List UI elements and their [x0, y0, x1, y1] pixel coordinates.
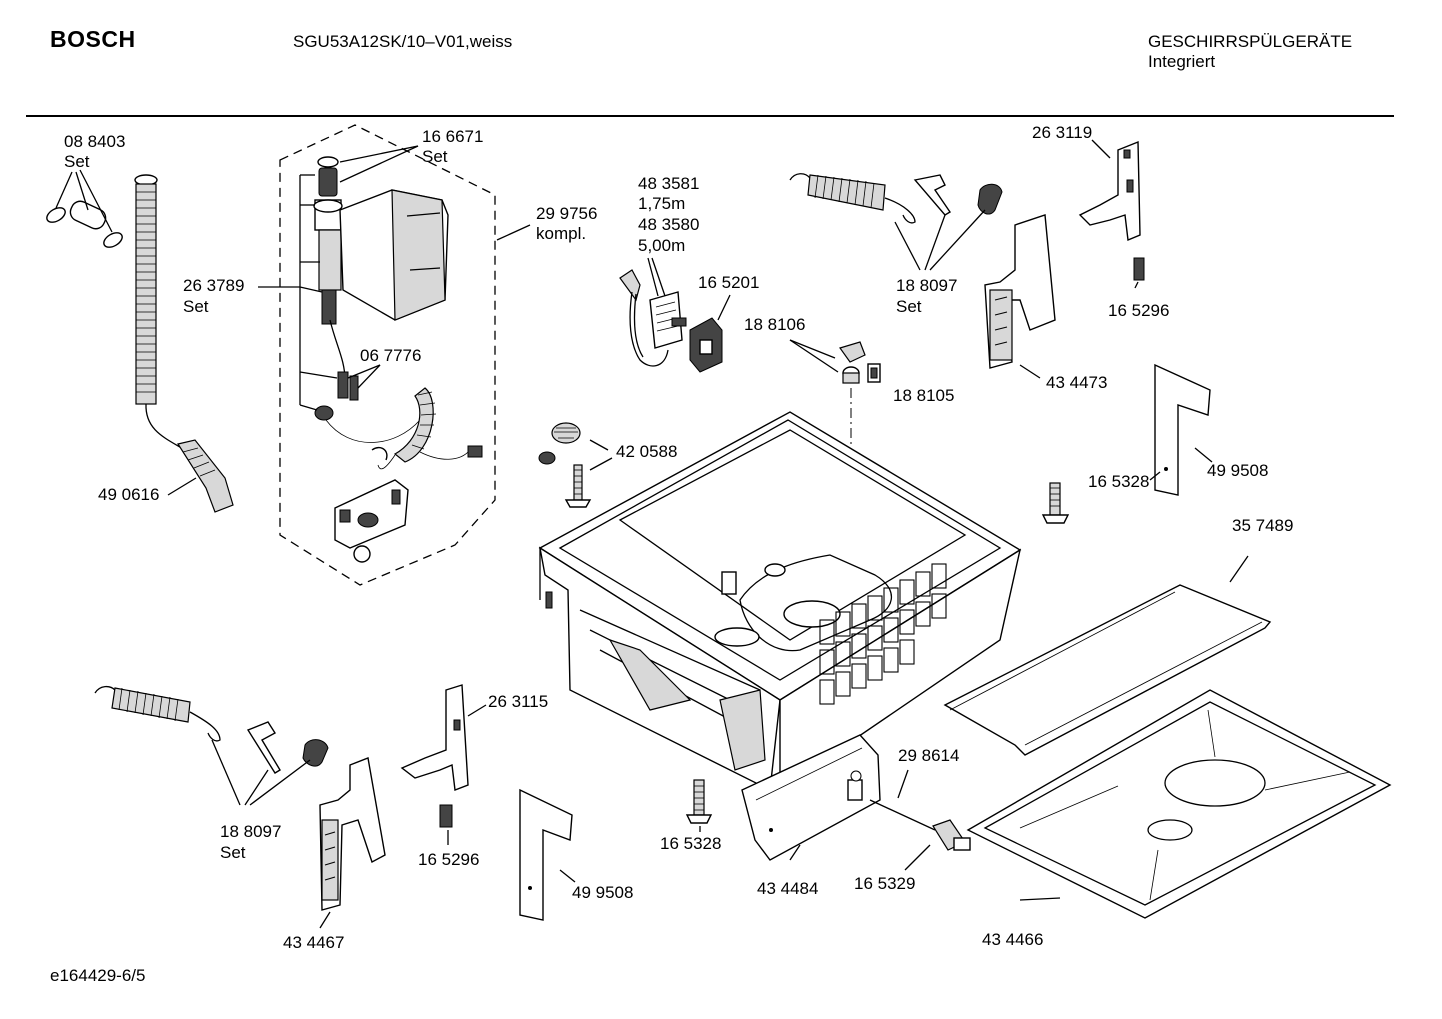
part-label-499508-bottom: 49 9508: [572, 883, 633, 902]
hinge-plate-434467: [319, 757, 386, 929]
hinge-bracket-top-right: [1078, 139, 1145, 289]
part-label-067776: 06 7776: [360, 346, 421, 365]
part-label-434484: 43 4484: [757, 879, 818, 898]
leader-357489: [1229, 555, 1249, 583]
hinge-spring-top: [789, 173, 1003, 271]
side-trim-bottom: [519, 788, 576, 921]
part-label-298614: 29 8614: [898, 746, 959, 765]
power-cord: [619, 257, 687, 367]
kit-boundary: [279, 124, 496, 586]
base-tray: [966, 689, 1392, 919]
brand-logo: BOSCH: [50, 26, 136, 52]
hinge-plate-434473: [984, 214, 1056, 379]
filter-capacitor: [689, 294, 731, 373]
part-label-499508-right: 49 9508: [1207, 461, 1268, 480]
part-label-165201: 16 5201: [698, 273, 759, 292]
document-id: e164429-6/5: [50, 966, 146, 985]
part-label-483581: 48 3581: [638, 174, 699, 193]
part-label-490616: 49 0616: [98, 485, 159, 504]
part-label-299756: 29 9756: [536, 204, 597, 223]
part-label-166671-set: Set: [422, 147, 448, 166]
part-label-357489: 35 7489: [1232, 516, 1293, 535]
appliance-category: GESCHIRRSPÜLGERÄTE: [1148, 32, 1353, 51]
part-label-088403-set: Set: [64, 152, 90, 171]
part-label-434467: 43 4467: [283, 933, 344, 952]
adjustable-foot-right: [1041, 482, 1070, 524]
part-label-088403: 08 8403: [64, 132, 125, 151]
part-label-434473: 43 4473: [1046, 373, 1107, 392]
part-label-483581-length: 1,75m: [638, 194, 685, 213]
leader-298614: [897, 769, 909, 799]
base-tub-assembly: [538, 411, 1022, 792]
valve-kit: [258, 145, 531, 563]
part-label-188097-top: 18 8097: [896, 276, 957, 295]
hinge-spring-bottom: [94, 685, 329, 806]
part-label-299756-kompl: kompl.: [536, 224, 586, 243]
model-number: SGU53A12SK/10–V01,weiss: [293, 32, 513, 51]
part-label-483580-length: 5,00m: [638, 236, 685, 255]
part-label-188097-bottom-set: Set: [220, 843, 246, 862]
part-label-188105: 18 8105: [893, 386, 954, 405]
part-label-165328-right: 16 5328: [1088, 472, 1149, 491]
part-label-434466: 43 4466: [982, 930, 1043, 949]
adjustable-foot-bottom: [685, 779, 713, 824]
indicator-lamp: [869, 799, 971, 851]
part-label-165328-bottom: 16 5328: [660, 834, 721, 853]
kick-plate: [741, 734, 881, 861]
part-label-483580: 48 3580: [638, 215, 699, 234]
leader-434484: [789, 844, 801, 861]
appliance-subcategory: Integriert: [1148, 52, 1216, 71]
part-label-165329: 16 5329: [854, 874, 915, 893]
part-label-188106: 18 8106: [744, 315, 805, 334]
part-label-263119: 26 3119: [1032, 123, 1092, 142]
part-label-165296-bottom: 16 5296: [418, 850, 479, 869]
part-label-420588: 42 0588: [616, 442, 677, 461]
part-label-166671: 16 6671: [422, 127, 483, 146]
part-label-263789-set: Set: [183, 297, 209, 316]
drain-hose: [134, 174, 234, 513]
part-label-165296-top: 16 5296: [1108, 301, 1169, 320]
part-label-263115: 26 3115: [488, 692, 548, 711]
float-sensor: [789, 339, 881, 620]
hose-clamp-set: [46, 169, 123, 248]
side-trim-right: [1149, 363, 1213, 496]
leader-165329: [904, 844, 931, 871]
part-label-263789: 26 3789: [183, 276, 244, 295]
adjustable-foot-left: [538, 422, 613, 508]
part-label-188097-bottom: 18 8097: [220, 822, 281, 841]
header-divider: [26, 115, 1394, 117]
insulation-mat: [943, 584, 1272, 756]
hinge-bracket-bottom: [400, 684, 487, 845]
part-label-188097-top-set: Set: [896, 297, 922, 316]
